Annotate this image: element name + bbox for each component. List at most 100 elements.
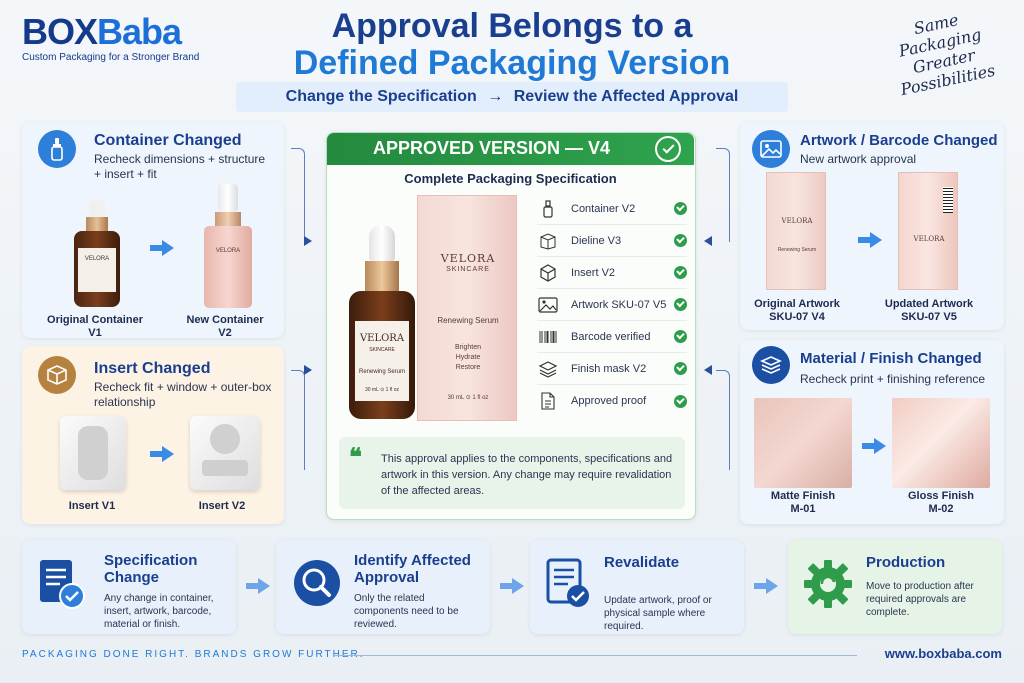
- bottle-sub: SKINCARE: [369, 347, 395, 353]
- revalidate-icon: [546, 558, 592, 615]
- title-line1: Approval Belongs to a: [331, 7, 693, 45]
- approved-subheader: Complete Packaging Specification: [404, 171, 617, 186]
- box-sub: SKINCARE: [446, 266, 490, 273]
- product-bottle-image: VELORA SKINCARE Renewing Serum 30 mL ⊙ 1…: [345, 225, 419, 421]
- insert-arrow: [150, 446, 174, 462]
- footer-divider: [335, 655, 857, 656]
- updated-artwork-brand: VELORA: [913, 235, 945, 243]
- container-changed-panel: Container Changed Recheck dimensions + s…: [22, 122, 284, 339]
- check-icon: [674, 234, 687, 247]
- approval-note-box: ❝ This approval applies to the component…: [339, 437, 685, 509]
- quote-icon: ❝: [349, 444, 362, 471]
- brand-name-part2: Baba: [97, 11, 182, 52]
- material-changed-panel: Material / Finish Changed Recheck print …: [740, 340, 1004, 524]
- step-production: Production Move to production after requ…: [788, 540, 1002, 634]
- subtitle-left: Change the Specification: [285, 88, 477, 105]
- spec-label-dieline: Dieline V3: [571, 234, 622, 247]
- insert-v1-caption: Insert V1: [68, 500, 116, 512]
- insert-changed-panel: Insert Changed Recheck fit + window + ou…: [22, 346, 284, 524]
- brand-logo[interactable]: BOXBaba Custom Packaging for a Stronger …: [22, 11, 199, 64]
- material-panel-desc: Recheck print + finishing reference: [800, 372, 986, 386]
- material-panel-title: Material / Finish Changed: [800, 350, 982, 367]
- connector-right-bottom: [716, 370, 730, 470]
- spec-list: Container V2 Dieline V3 Insert V2 Artwor…: [537, 193, 687, 417]
- updated-artwork-caption: Updated Artwork SKU-07 V5: [884, 298, 974, 323]
- connector-left-top-arrow: [304, 236, 312, 246]
- check-icon: [674, 202, 687, 215]
- step-identify-approval: Identify Affected Approval Only the rela…: [276, 540, 490, 634]
- insert-v2-image: [190, 416, 260, 490]
- matte-finish-image: [754, 398, 852, 488]
- dropper-icon: [543, 199, 553, 218]
- brand-name-part1: BOX: [22, 11, 98, 52]
- barcode-icon: [539, 330, 557, 343]
- step-3-desc: Update artwork, proof or physical sample…: [604, 595, 712, 632]
- bottle-product-name: Renewing Serum: [358, 369, 406, 375]
- box-benefit-1: Brighten: [454, 344, 482, 351]
- spec-item-insert: Insert V2: [537, 257, 687, 289]
- spec-label-insert: Insert V2: [571, 266, 616, 279]
- document-icon: [541, 392, 555, 410]
- step-2-title: Identify Affected Approval: [354, 552, 471, 586]
- cube-icon: [540, 263, 556, 282]
- container-panel-desc: Recheck dimensions + structure + insert …: [94, 152, 266, 181]
- title-line2: Defined Packaging Version: [293, 44, 731, 82]
- layers-circle: [752, 346, 790, 384]
- subtitle-arrow: →: [487, 88, 504, 105]
- connector-right-top-arrow: [704, 236, 712, 246]
- original-artwork-caption: Original Artwork SKU-07 V4: [754, 298, 840, 323]
- box-benefit-3: Restore: [455, 364, 481, 371]
- new-container-image: VELORA: [202, 184, 254, 310]
- approved-check-icon: [655, 136, 681, 162]
- connector-left-top: [291, 148, 305, 242]
- check-icon: [674, 298, 687, 311]
- approved-header: APPROVED VERSION — V4: [327, 133, 694, 165]
- box-size: 30 mL ⊙ 1 fl oz: [447, 395, 489, 401]
- artwork-changed-panel: Artwork / Barcode Changed New artwork ap…: [740, 122, 1004, 330]
- bottle-size: 30 mL ⊙ 1 fl oz: [364, 387, 400, 393]
- dropper-icon: [51, 138, 63, 161]
- step-revalidate: Revalidate Update artwork, proof or phys…: [530, 540, 744, 634]
- image-icon: [538, 296, 558, 313]
- subtitle-band: Change the Specification → Review the Af…: [236, 82, 788, 112]
- connector-left-bottom: [291, 370, 305, 470]
- spec-label-container: Container V2: [571, 202, 636, 215]
- insert-v2-caption: Insert V2: [198, 500, 246, 512]
- insert-panel-desc: Recheck fit + window + outer-box relatio…: [94, 380, 272, 409]
- check-icon: [674, 362, 687, 375]
- step-arrow-2: [500, 578, 524, 594]
- spec-label-artwork: Artwork SKU-07 V5: [571, 298, 667, 311]
- gloss-finish-image: [892, 398, 990, 488]
- original-container-caption: Original Container V1: [47, 314, 143, 339]
- original-artwork-image: VELORA Renewing Serum: [766, 172, 826, 290]
- image-icon: [760, 140, 782, 158]
- spec-item-finish: Finish mask V2: [537, 353, 687, 385]
- spec-label-finish: Finish mask V2: [571, 362, 647, 375]
- step-3-title: Revalidate: [604, 554, 680, 571]
- dropper-circle: [38, 130, 76, 168]
- approval-note-text: This approval applies to the components,…: [381, 453, 673, 497]
- step-specification-change: Specification Change Any change in conta…: [22, 540, 236, 634]
- footer-slogan: PACKAGING DONE RIGHT. BRANDS GROW FURTHE…: [22, 649, 365, 660]
- product-box-image: VELORA SKINCARE Renewing Serum Brighten …: [417, 195, 517, 421]
- package-icon: [47, 365, 67, 385]
- search-icon: [292, 558, 342, 613]
- document-check-icon: [38, 558, 86, 615]
- box-outline-icon: [540, 232, 556, 250]
- subtitle-right: Review the Affected Approval: [513, 88, 739, 105]
- container-arrow: [150, 240, 174, 256]
- artwork-arrow: [858, 232, 882, 248]
- connector-left-bottom-arrow: [304, 365, 312, 375]
- check-icon: [674, 266, 687, 279]
- bottle-brand: VELORA: [359, 333, 405, 344]
- check-icon: [674, 330, 687, 343]
- footer-website-link[interactable]: www.boxbaba.com: [884, 646, 1002, 661]
- step-arrow-3: [754, 578, 778, 594]
- new-container-caption: New Container V2: [186, 314, 264, 339]
- original-artwork-brand: VELORA: [781, 217, 813, 225]
- layers-icon: [538, 360, 558, 378]
- box-circle: [38, 356, 76, 394]
- connector-right-bottom-arrow: [704, 365, 712, 375]
- artwork-panel-desc: New artwork approval: [800, 152, 917, 166]
- artwork-panel-title: Artwork / Barcode Changed: [800, 132, 998, 149]
